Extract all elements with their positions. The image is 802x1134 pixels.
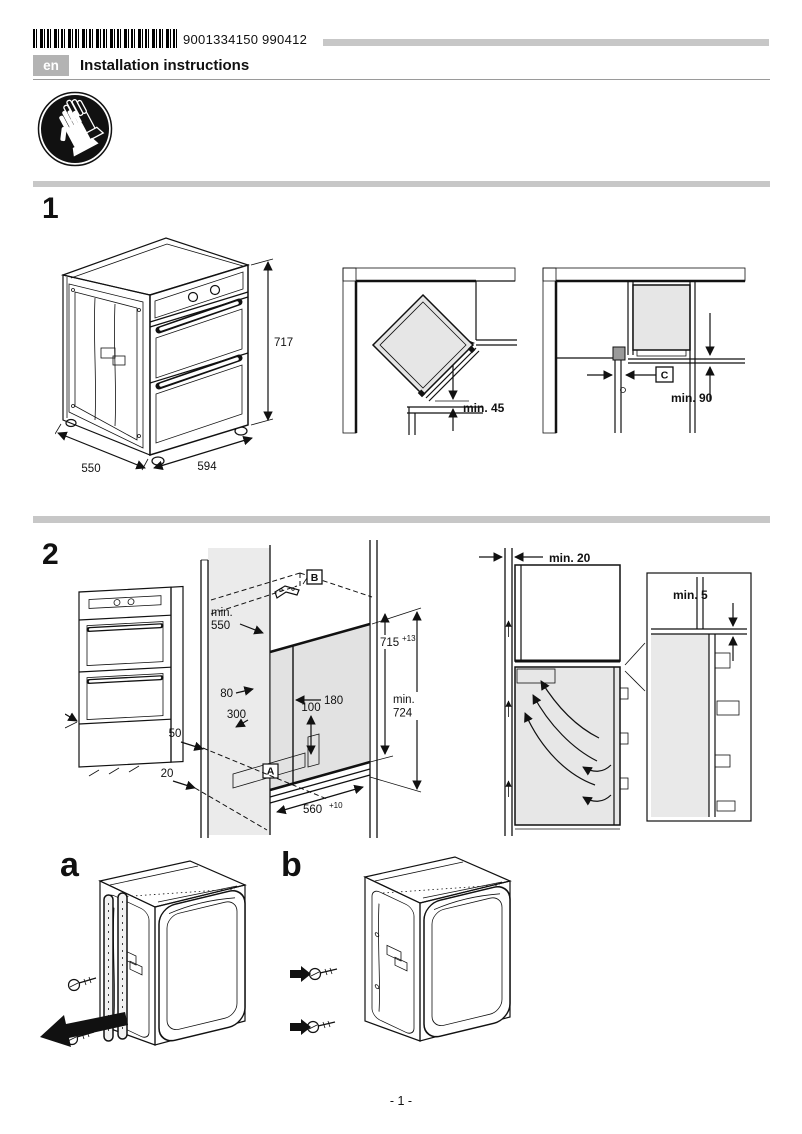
insert-arrow-icon xyxy=(290,1019,311,1035)
dim-560: 560 xyxy=(303,804,322,816)
section-divider xyxy=(33,181,770,187)
title-rule xyxy=(33,79,770,80)
dim-niche-depth-1: min. xyxy=(211,607,233,619)
section-divider xyxy=(33,516,770,523)
ventilation-diagram: min. 20 min. 5 xyxy=(479,548,752,836)
ref-a-label: A xyxy=(267,766,275,778)
dim-niche-depth-2: 550 xyxy=(211,620,230,632)
dim-300: 300 xyxy=(227,709,246,721)
dim-560-tol: +10 xyxy=(329,801,343,810)
step-b-label: b xyxy=(281,846,302,884)
corner-clearance-diagram: C min. 90 xyxy=(542,267,746,434)
page-number: - 1 - xyxy=(389,1094,413,1108)
header-gray-bar xyxy=(323,39,769,46)
protective-gloves-icon xyxy=(37,91,113,167)
dim-100: 100 xyxy=(301,702,320,714)
page-title: Installation instructions xyxy=(80,57,250,74)
rail-removal-illustration xyxy=(40,860,247,1047)
step-a-label: a xyxy=(60,846,79,884)
dim-height: 717 xyxy=(274,337,293,349)
step1-oven-diagram: 717 550 594 xyxy=(55,237,293,475)
insert-arrow-icon xyxy=(290,966,311,982)
screw-icon xyxy=(67,976,97,992)
dim-tilt-clearance: min. 45 xyxy=(463,401,505,415)
screw-icon xyxy=(308,967,338,981)
removal-arrow-icon xyxy=(40,1012,128,1047)
date-code: 990412 xyxy=(262,32,308,47)
language-badge: en xyxy=(33,55,69,76)
dim-top-gap: min. 5 xyxy=(673,588,708,602)
corner-ref-label: C xyxy=(661,370,669,382)
dim-min724-1: min. xyxy=(393,694,415,706)
mounting-bracket xyxy=(274,585,300,599)
step1-number: 1 xyxy=(42,192,59,225)
dim-corner-clearance: min. 90 xyxy=(671,391,713,405)
tilt-insertion-diagram: min. 45 xyxy=(342,267,517,435)
dim-180: 180 xyxy=(324,695,343,707)
niche-dimensions-diagram: B A min. 550 180 100 80 300 50 20 xyxy=(65,540,422,838)
dim-depth: 550 xyxy=(81,463,100,475)
barcode-number: 9001334150 xyxy=(183,32,259,47)
screw-icon xyxy=(306,1020,336,1034)
dim-rear-gap: min. 20 xyxy=(549,551,591,565)
dim-715: 715 xyxy=(380,637,399,649)
barcode xyxy=(33,29,179,48)
installed-oven-front xyxy=(78,585,184,768)
dim-min724-2: 724 xyxy=(393,708,413,720)
dim-width: 594 xyxy=(197,461,217,473)
screw-mounting-illustration xyxy=(290,856,512,1042)
ref-b-label: B xyxy=(311,572,319,584)
dim-50: 50 xyxy=(169,728,182,740)
dim-20: 20 xyxy=(161,768,174,780)
dim-80: 80 xyxy=(220,688,233,700)
step2-number: 2 xyxy=(42,538,59,571)
dim-715-tol: +13 xyxy=(402,634,416,643)
